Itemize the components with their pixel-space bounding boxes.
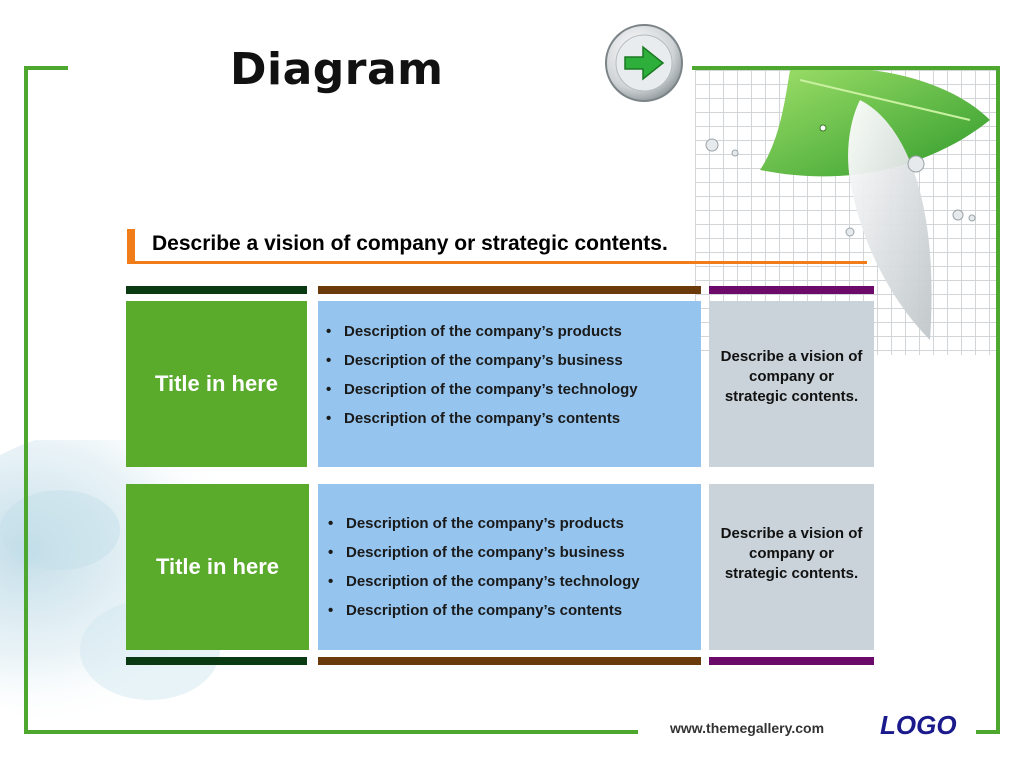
bar-title-bottom	[126, 657, 307, 665]
row-description-cell: Description of the company’s products De…	[318, 301, 701, 467]
bar-desc-top	[318, 286, 701, 294]
bar-title-top	[126, 286, 307, 294]
list-item: Description of the company’s technology	[324, 567, 701, 596]
bar-side-top	[709, 286, 874, 294]
bar-side-bottom	[709, 657, 874, 665]
list-item: Description of the company’s business	[322, 346, 701, 375]
list-item: Description of the company’s contents	[322, 404, 701, 433]
row-title: Title in here	[154, 371, 279, 396]
frame-bottom-right	[976, 730, 1000, 734]
subtitle-underline	[127, 261, 867, 264]
list-item: Description of the company’s contents	[324, 596, 701, 625]
row-side-cell: Describe a vision of company or strategi…	[709, 301, 874, 467]
frame-top-left	[24, 66, 68, 70]
row-description-cell: Description of the company’s products De…	[318, 484, 701, 650]
page-title: Diagram	[230, 44, 444, 95]
row-title-cell: Title in here	[126, 484, 309, 650]
list-item: Description of the company’s products	[324, 509, 701, 538]
row-title-cell: Title in here	[126, 301, 307, 467]
side-text: Describe a vision of company or strategi…	[720, 525, 863, 582]
leaf-icon	[705, 67, 990, 340]
subtitle: Describe a vision of company or strategi…	[152, 232, 668, 255]
subtitle-marker	[127, 229, 135, 263]
row-side-cell: Describe a vision of company or strategi…	[709, 484, 874, 650]
row-title: Title in here	[155, 554, 280, 579]
footer-url[interactable]: www.themegallery.com	[670, 720, 825, 736]
list-item: Description of the company’s products	[322, 317, 701, 346]
bullet-list: Description of the company’s products De…	[324, 509, 701, 625]
frame-right	[996, 66, 1000, 734]
frame-bottom-left	[24, 730, 638, 734]
frame-left	[24, 66, 28, 734]
list-item: Description of the company’s technology	[322, 375, 701, 404]
bullet-list: Description of the company’s products De…	[322, 317, 701, 433]
frame-top-right	[692, 66, 1000, 70]
logo: LOGO	[880, 710, 957, 740]
bar-desc-bottom	[318, 657, 701, 665]
right-arrow-icon[interactable]	[603, 22, 685, 104]
side-text: Describe a vision of company or strategi…	[720, 348, 863, 405]
list-item: Description of the company’s business	[324, 538, 701, 567]
